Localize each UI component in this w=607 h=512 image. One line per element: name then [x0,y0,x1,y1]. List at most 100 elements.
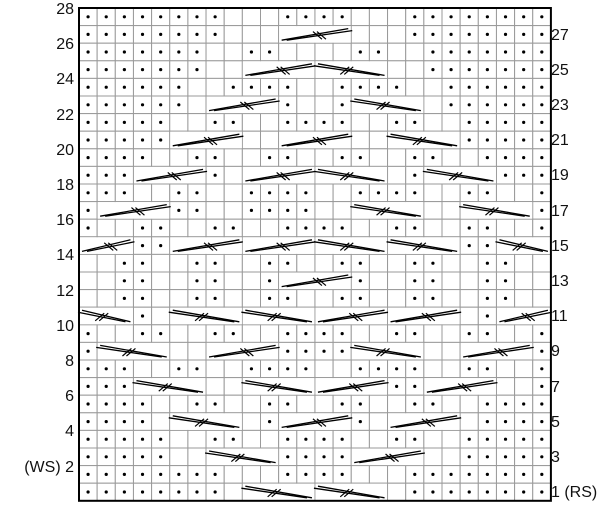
purl-dot [540,226,544,230]
purl-dot [86,50,90,54]
purl-dot [122,296,126,300]
row-label-left: (WS) 2 [24,458,74,476]
purl-dot [286,226,290,230]
stitch-cell [223,42,243,62]
stitch-cell [368,7,389,27]
purl-dot [485,420,489,424]
purl-dot [413,156,417,160]
purl-dot [286,120,290,124]
purl-dot [395,85,399,89]
purl-dot [104,173,108,177]
cable-stroke [312,418,323,427]
cable-stroke [395,417,462,429]
stitch-cell [350,465,370,484]
stitch-cell [423,341,443,361]
stitch-cell [441,201,461,220]
stitch-cell [78,253,98,273]
cable-stroke [271,383,282,392]
purl-dot [503,120,508,124]
right-cross-cable [499,309,553,323]
purl-dot [340,15,344,19]
stitch-cell [514,271,534,291]
stitch-cell [387,465,407,484]
stitch-cell [241,394,262,414]
purl-dot [540,420,544,424]
purl-dot [286,349,290,353]
purl-dot [431,490,435,494]
purl-dot [340,296,344,300]
purl-dot [104,68,108,72]
stitch-cell [423,77,443,97]
purl-dot [413,32,417,37]
cable-stroke [512,242,523,251]
purl-dot [122,490,126,494]
purl-dot [140,437,145,441]
purl-dot [177,15,181,19]
purl-dot [485,103,489,107]
cable-stroke [498,347,508,357]
purl-dot [449,15,453,19]
stitch-cell [169,289,189,308]
cable-stroke [313,487,380,499]
stitch-cell [405,42,425,62]
purl-dot [140,85,145,89]
stitch-cell [441,218,461,238]
stitch-cell [350,25,370,44]
purl-dot [86,349,90,353]
purl-dot [195,156,199,160]
purl-dot [195,367,199,371]
purl-dot [376,50,381,54]
purl-dot [304,120,308,124]
cable-stroke [245,168,313,182]
purl-dot [304,455,308,459]
cable-stroke [461,383,472,392]
stitch-cell [241,289,262,308]
purl-dot [322,455,326,459]
cable-stroke [280,171,291,181]
cable-stroke [426,379,494,393]
purl-dot [485,314,489,318]
cable-stroke [141,170,208,182]
purl-dot [159,15,163,19]
purl-dot [140,156,145,160]
purl-dot [195,261,199,265]
stitch-cell [350,324,370,343]
purl-dot [485,138,489,142]
purl-dot [413,332,417,336]
cable-stroke [426,168,494,182]
stitch-cell [368,218,389,238]
purl-dot [540,490,544,494]
purl-dot [467,50,471,54]
cable-stroke [421,418,432,427]
purl-dot [195,402,199,406]
cable-stroke [339,66,350,75]
cable-stroke [241,487,308,499]
purl-dot [249,50,254,54]
purl-dot [322,15,326,19]
purl-dot [86,490,90,494]
row-label-left: 16 [56,212,74,230]
purl-dot [86,85,90,89]
cable-stroke [390,239,458,253]
cable-stroke [499,309,549,323]
purl-dot [86,472,90,476]
cable-stroke [280,242,291,251]
left-cross-cable [386,239,458,253]
purl-dot [231,437,235,441]
cable-stroke [425,418,436,427]
purl-dot [358,367,362,371]
stitch-cell [96,289,116,308]
right-cross-cable [317,379,389,393]
purl-dot [340,120,344,124]
purl-dot [267,279,272,283]
purl-dot [395,332,399,336]
purl-dot [104,156,108,160]
right-cross-cable [136,168,208,182]
purl-dot [431,472,435,476]
purl-dot [540,103,544,107]
stitch-cell [368,271,389,291]
stitch-cell [187,324,207,343]
purl-dot [140,472,145,476]
purl-dot [503,490,508,494]
right-cross-cable [281,133,353,147]
